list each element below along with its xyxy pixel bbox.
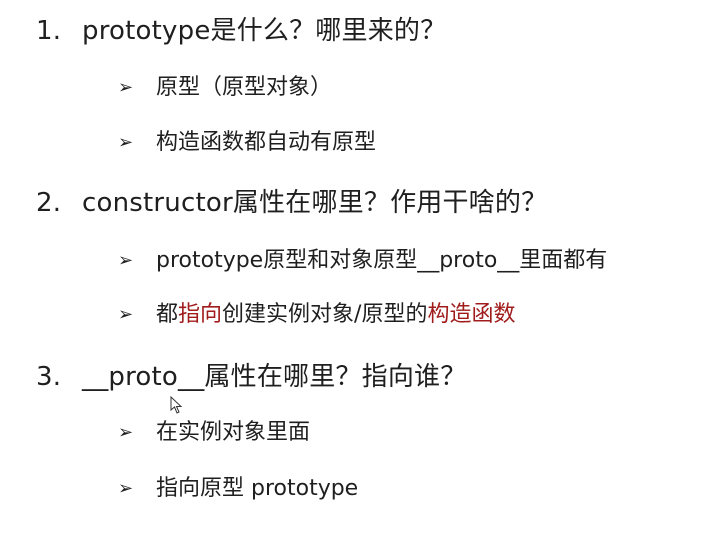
bullet-1-2: ➢ 构造函数都自动有原型 xyxy=(118,128,376,159)
mouse-pointer-icon xyxy=(170,396,182,414)
arrow-bullet-icon: ➢ xyxy=(118,132,134,153)
question-3: 3. __proto__属性在哪里？指向谁？ xyxy=(36,360,466,394)
bullet-text: 构造函数都自动有原型 xyxy=(156,130,377,155)
question-text: __proto__属性在哪里？指向谁？ xyxy=(82,362,467,392)
bullet-3-1: ➢ 在实例对象里面 xyxy=(118,418,310,449)
bullet-2-1: ➢ prototype原型和对象原型__proto__里面都有 xyxy=(118,246,607,277)
question-number: 3. xyxy=(36,362,62,392)
bullet-text: prototype原型和对象原型__proto__里面都有 xyxy=(156,248,608,273)
question-1: 1. prototype是什么？哪里来的？ xyxy=(36,14,446,48)
question-2: 2. constructor属性在哪里？作用干啥的？ xyxy=(36,186,547,220)
arrow-bullet-icon: ➢ xyxy=(118,304,134,325)
highlighted-term: 指向 xyxy=(178,302,223,327)
bullet-3-2: ➢ 指向原型 prototype xyxy=(118,474,358,505)
highlighted-term: 构造函数 xyxy=(427,302,516,327)
arrow-bullet-icon: ➢ xyxy=(118,478,134,499)
bullet-text-segment: 都 xyxy=(156,302,179,327)
bullet-text: 指向原型 prototype xyxy=(156,476,359,501)
bullet-text-segment: 创建实例对象/原型的 xyxy=(222,302,428,327)
question-text: constructor属性在哪里？作用干啥的？ xyxy=(82,188,548,218)
question-text: prototype是什么？哪里来的？ xyxy=(82,16,447,46)
bullet-text: 在实例对象里面 xyxy=(156,420,311,445)
bullet-2-2: ➢ 都指向创建实例对象/原型的构造函数 xyxy=(118,300,515,331)
arrow-bullet-icon: ➢ xyxy=(118,250,134,271)
bullet-1-1: ➢ 原型（原型对象） xyxy=(118,73,332,104)
bullet-text: 原型（原型对象） xyxy=(156,75,333,100)
question-number: 2. xyxy=(36,188,62,218)
arrow-bullet-icon: ➢ xyxy=(118,77,134,98)
question-number: 1. xyxy=(36,16,62,46)
arrow-bullet-icon: ➢ xyxy=(118,422,134,443)
